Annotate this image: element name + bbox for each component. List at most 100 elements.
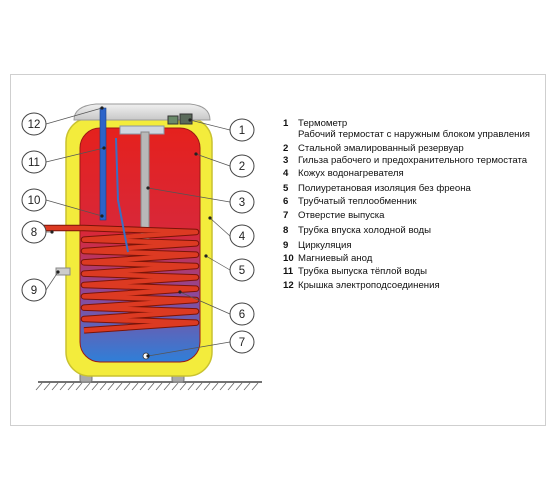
heat-exchanger-coil xyxy=(30,224,200,334)
callout-3: 3 xyxy=(146,186,255,214)
legend-item-12: 12 Крышка электроподсоединения xyxy=(283,280,440,291)
leader-line xyxy=(45,107,103,125)
legend-item-7: 7 Отверстие выпуска xyxy=(283,210,384,221)
leader-dot xyxy=(50,230,54,234)
legend-number: 8 xyxy=(283,225,289,236)
callout-circle xyxy=(229,302,255,326)
callout-number: 11 xyxy=(28,157,40,169)
callout-number: 1 xyxy=(239,125,245,137)
leader-dot xyxy=(208,216,212,220)
legend-label: Трубка впуска холодной воды xyxy=(298,225,431,236)
legend-item-6: 6 Трубчатый теплообменник xyxy=(283,196,417,207)
legend-number: 7 xyxy=(283,210,289,221)
legend-label-line: Кожух водонагревателя xyxy=(298,168,404,179)
callout-6: 6 xyxy=(178,290,255,326)
legend-number: 11 xyxy=(283,266,294,277)
leader-line xyxy=(45,147,105,163)
legend-label-line: Рабочий термостат с наружным блоком упра… xyxy=(298,129,531,140)
leader-dot xyxy=(188,118,192,122)
callout-number: 12 xyxy=(28,119,41,131)
callout-number: 4 xyxy=(239,231,246,243)
callout-7: 7 xyxy=(146,330,255,358)
callout-circle xyxy=(21,188,47,212)
legend-number: 12 xyxy=(283,280,294,291)
leader-line xyxy=(189,119,231,131)
callout-10: 10 xyxy=(21,188,104,218)
callout-number: 9 xyxy=(31,285,37,297)
legend-number: 3 xyxy=(283,155,289,166)
leader-line xyxy=(209,217,231,237)
leader-line xyxy=(179,291,231,315)
legend-label-line: Крышка электроподсоединения xyxy=(298,280,440,291)
leader-line xyxy=(205,255,231,271)
callout-circle xyxy=(21,220,47,244)
legend-label-line: Полиуретановая изоляция без фреона xyxy=(298,183,471,194)
callout-circle xyxy=(229,118,255,142)
legend-label: Гильза рабочего и предохранительного тер… xyxy=(298,155,527,166)
legend-label-line: Магниевый анод xyxy=(298,253,373,264)
control-unit xyxy=(167,115,179,125)
legend-item-3: 3 Гильза рабочего и предохранительного те… xyxy=(283,155,527,166)
legend-label: Крышка электроподсоединения xyxy=(298,280,440,291)
callout-circle xyxy=(21,278,47,302)
legend-number: 4 xyxy=(283,168,289,179)
legend-label-line: Отверстие выпуска xyxy=(298,210,385,221)
leader-dot xyxy=(146,354,150,358)
legend-label-line: Трубка впуска холодной воды xyxy=(298,225,432,236)
legend-number: 6 xyxy=(283,196,289,207)
legend-label-line: Трубчатый теплообменник xyxy=(298,196,417,207)
legend-label-line: Гильза рабочего и предохранительного тер… xyxy=(298,155,528,166)
ground xyxy=(35,381,262,391)
leader-dot xyxy=(56,270,60,274)
callout-circle xyxy=(229,258,255,282)
legend-number: 1 xyxy=(283,118,289,129)
callout-5: 5 xyxy=(204,254,255,282)
legend-number: 10 xyxy=(283,253,294,264)
callout-8: 8 xyxy=(21,220,54,244)
leader-dot xyxy=(194,152,198,156)
leader-dot xyxy=(146,186,150,190)
leader-line xyxy=(45,199,103,217)
callout-number: 7 xyxy=(239,337,245,349)
legend-label-line: Стальной эмалированный резервуар xyxy=(298,143,464,154)
leader-line xyxy=(45,271,59,291)
leader-line xyxy=(147,187,231,203)
callout-4: 4 xyxy=(208,216,255,248)
callout-number: 3 xyxy=(239,197,245,209)
callout-circle xyxy=(229,154,255,178)
leader-dot xyxy=(100,214,104,218)
legend-label: Стальной эмалированный резервуар xyxy=(298,143,464,154)
callout-circle xyxy=(229,190,255,214)
legend-label: Циркуляция xyxy=(298,240,352,251)
legend-item-5: 5 Полиуретановая изоляция без фреона xyxy=(283,183,471,194)
legend-label: Полиуретановая изоляция без фреона xyxy=(298,183,471,194)
legend-item-8: 8 Трубка впуска холодной воды xyxy=(283,225,431,236)
legend-item-10: 10 Магниевый анод xyxy=(283,253,372,264)
legend-number: 5 xyxy=(283,183,289,194)
callout-circle xyxy=(21,150,47,174)
legend-label: Трубка выпуска тёплой воды xyxy=(298,266,427,277)
legend-label-line: Циркуляция xyxy=(298,240,352,251)
hot-water-outlet-pipe xyxy=(115,137,129,253)
callout-2: 2 xyxy=(194,152,255,178)
callout-number: 10 xyxy=(28,195,41,207)
callout-circle xyxy=(229,330,255,354)
legend-label: Кожух водонагревателя xyxy=(298,168,404,179)
callout-11: 11 xyxy=(21,146,106,174)
leader-dot xyxy=(102,146,106,150)
legend-item-11: 11 Трубка выпуска тёплой воды xyxy=(283,266,427,277)
legend-item-4: 4 Кожух водонагревателя xyxy=(283,168,404,179)
callout-9: 9 xyxy=(21,270,60,302)
thermometer xyxy=(179,113,193,125)
legend-label-line: Термометр xyxy=(298,118,348,129)
callout-number: 5 xyxy=(239,265,245,277)
leader-dot xyxy=(100,106,104,110)
legend-number: 9 xyxy=(283,240,289,251)
legend-label: Отверстие выпуска xyxy=(298,210,384,221)
legend-label: Трубчатый теплообменник xyxy=(298,196,417,207)
leader-dot xyxy=(178,290,182,294)
coil-pipe xyxy=(30,225,199,333)
